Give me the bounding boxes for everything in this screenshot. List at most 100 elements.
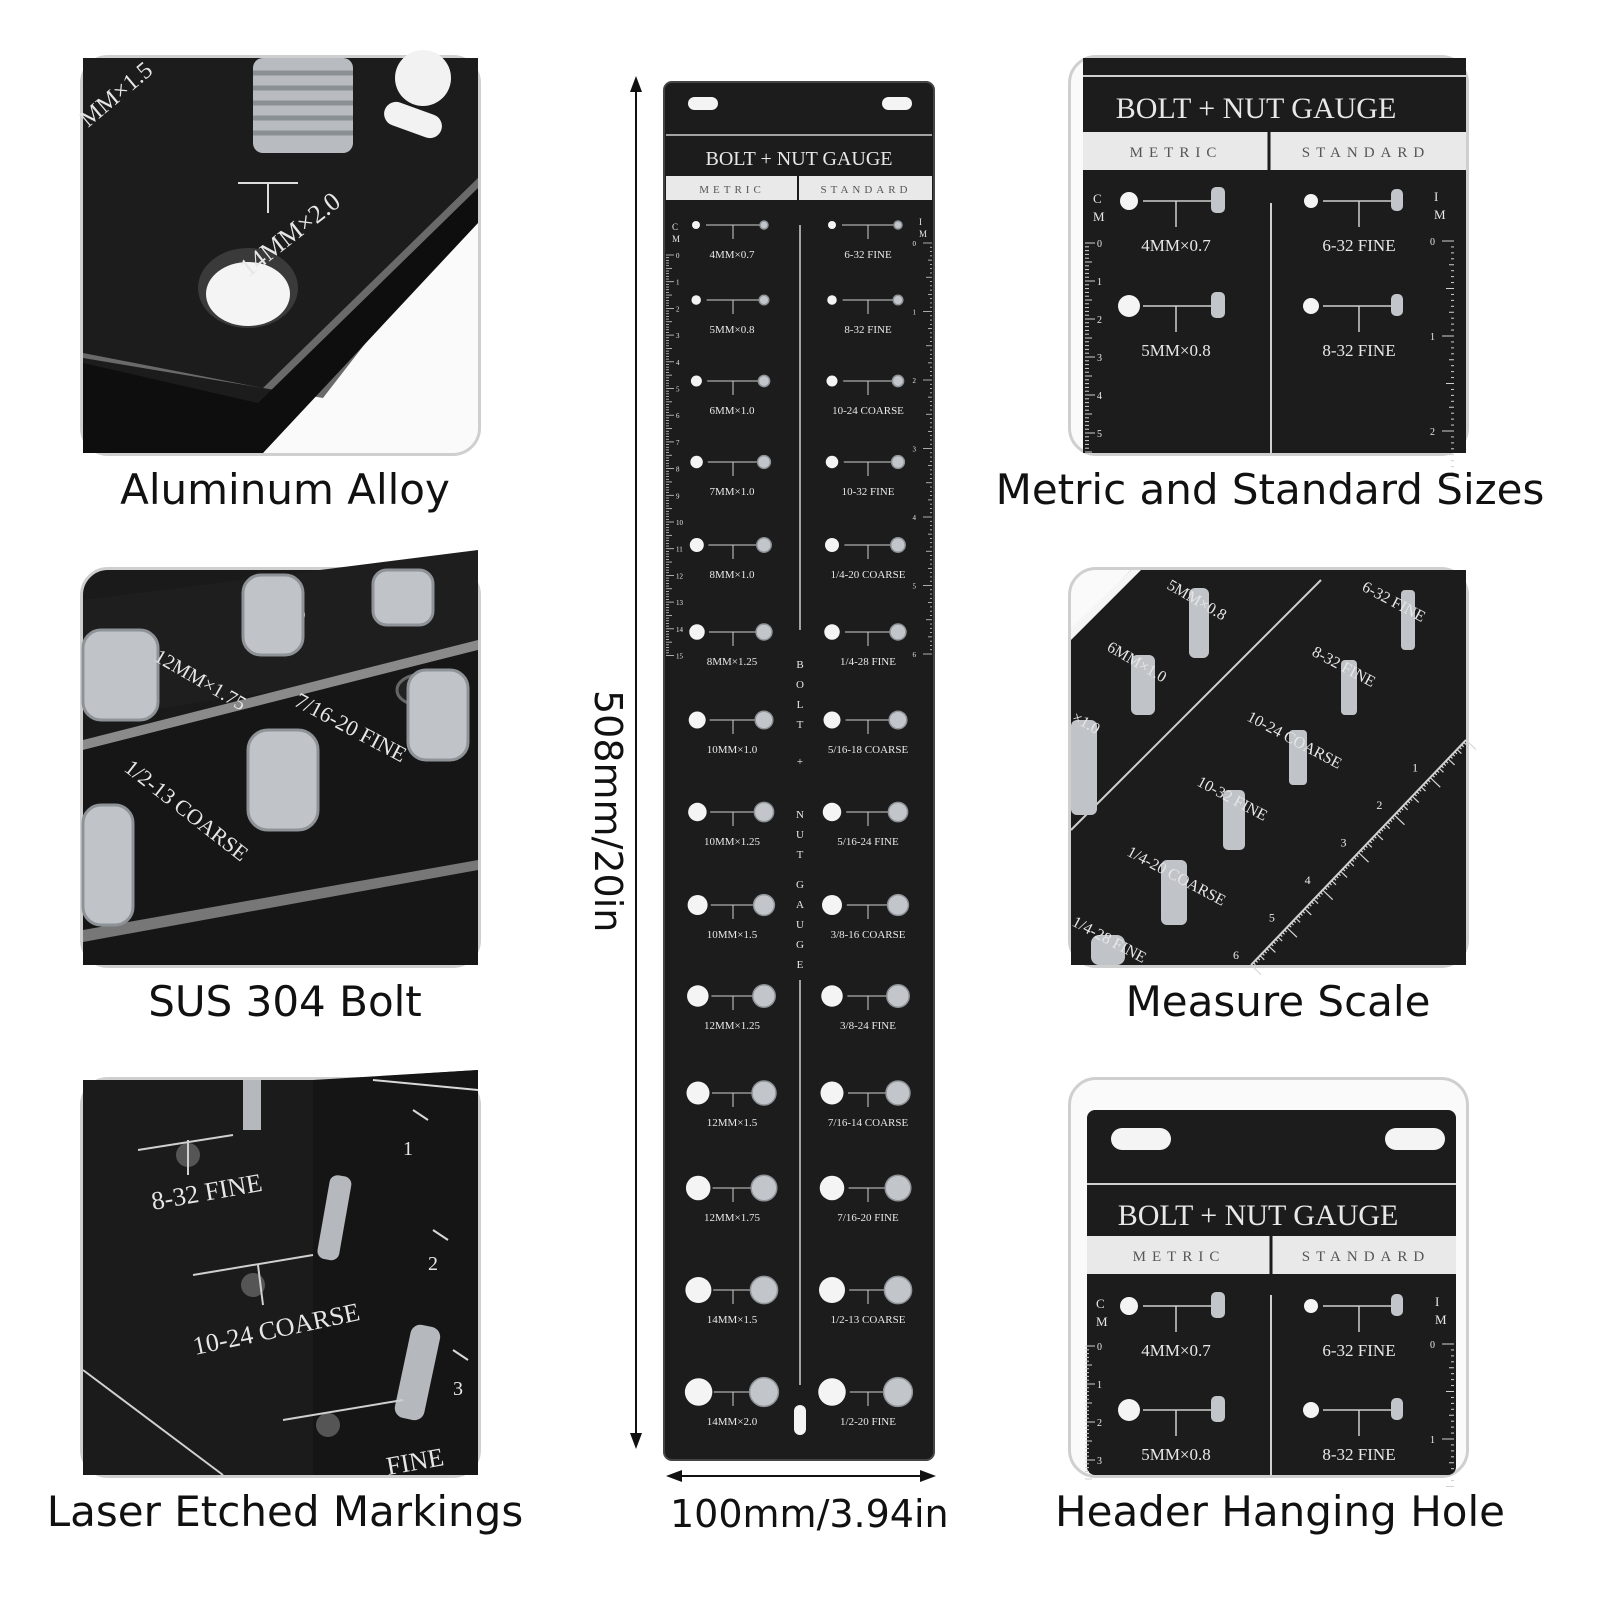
standard-size-label: 1/2-20 FINE — [840, 1416, 896, 1428]
ms-cm-tick: 0 — [1097, 239, 1102, 250]
ms-cm-tick: 3 — [1097, 353, 1102, 364]
standard-hole — [827, 295, 837, 305]
vertical-title-letter: T — [797, 719, 804, 731]
header-cm-tick: 2 — [1097, 1418, 1102, 1429]
metric-bolt — [755, 623, 773, 641]
ms-standard-bolt — [1391, 189, 1403, 211]
header-cm-tick: 0 — [1097, 1342, 1102, 1353]
caption-metric-standard: Metric and Standard Sizes — [995, 465, 1545, 514]
header-hole-right — [1385, 1128, 1445, 1150]
standard-size-label: 6-32 FINE — [844, 249, 892, 261]
vertical-title-letter: B — [796, 659, 803, 671]
standard-size-label: 7/16-20 FINE — [837, 1212, 899, 1224]
laser-tick-2: 2 — [428, 1253, 438, 1275]
cm-tick-label: 9 — [676, 492, 680, 500]
measure-tick-label: 3 — [1341, 836, 1347, 850]
header-metric-hole — [1120, 1297, 1138, 1315]
ms-standard-bolt — [1391, 294, 1403, 316]
header-in-tick: 1 — [1430, 1435, 1435, 1446]
metric-hole — [689, 624, 705, 640]
metric-standard-closeup-panel: BOLT + NUT GAUGE METRIC STANDARD C M I M… — [1068, 55, 1469, 479]
caption-measure: Measure Scale — [1125, 977, 1431, 1026]
cm-tick-label: 6 — [676, 412, 680, 420]
metric-hole — [689, 538, 704, 552]
measure-tick-label: 5 — [1269, 911, 1275, 925]
header-standard-bolt — [1391, 1398, 1403, 1420]
in-tick-label: 5 — [913, 583, 917, 591]
metric-standard-closeup-image: BOLT + NUT GAUGE METRIC STANDARD C M I M… — [1083, 58, 1466, 479]
metric-hole — [685, 1175, 711, 1201]
in-tick-label: 1 — [913, 309, 917, 317]
ms-metric-header: METRIC — [1130, 145, 1223, 161]
laser-closeup-image: 1 2 3 8-32 FINE 10-24 COARSE FINE — [82, 1070, 479, 1481]
vertical-title-letter: U — [796, 829, 804, 841]
scale-labels: C M I M — [672, 217, 927, 244]
laser-closeup-panel: 1 2 3 8-32 FINE 10-24 COARSE FINE — [80, 1070, 481, 1481]
gauge-plate: BOLT + NUT GAUGE METRIC STANDARD — [663, 81, 935, 1461]
metric-bolt — [759, 220, 769, 230]
cm-tick-label: 7 — [676, 439, 680, 447]
ms-in-tick: 1 — [1430, 332, 1435, 343]
standard-hole — [826, 375, 838, 387]
metric-bolt — [756, 537, 772, 553]
bolt-cluster — [81, 568, 470, 927]
standard-bolt — [887, 801, 909, 823]
standard-bolt — [893, 220, 903, 230]
metric-hole — [690, 375, 702, 387]
metric-bolt — [751, 1080, 777, 1106]
vertical-title-letter: G — [796, 879, 804, 891]
ms-in-i: I — [1434, 189, 1438, 204]
metric-hole — [684, 1378, 713, 1406]
metric-bolt — [749, 1275, 779, 1305]
metric-size-label: 8MM×1.25 — [707, 656, 758, 668]
header-closeup-panel: BOLT + NUT GAUGE METRIC STANDARD C M I M… — [1068, 1077, 1469, 1487]
in-label-m: M — [919, 229, 927, 239]
metric-bolt — [757, 374, 771, 388]
standard-size-label: 10-32 FINE — [842, 486, 895, 498]
metric-hole — [690, 455, 703, 469]
height-dimension: 508mm/20in — [586, 76, 642, 1449]
bolt-14mm — [253, 58, 353, 153]
in-tick-label: 3 — [913, 446, 917, 454]
cm-tick-label: 10 — [676, 519, 684, 527]
header-metric-header: METRIC — [1133, 1249, 1226, 1265]
standard-hole — [819, 1277, 845, 1303]
metric-bolt — [750, 1174, 778, 1202]
standard-hole — [825, 455, 839, 469]
metric-hole — [685, 1277, 712, 1303]
standard-hole — [821, 985, 843, 1007]
cm-tick-label: 12 — [676, 572, 684, 580]
metric-size-label: 12MM×1.75 — [704, 1212, 761, 1224]
vertical-title-letter: A — [796, 899, 804, 911]
bottom-slot — [794, 1405, 806, 1435]
ms-metric-bolt — [1211, 187, 1225, 213]
cm-tick-label: 0 — [676, 252, 680, 260]
ms-cm-tick: 4 — [1097, 391, 1102, 402]
ms-metric-label: 5MM×0.8 — [1141, 341, 1211, 360]
ms-cm-tick: 5 — [1097, 429, 1102, 440]
header-standard-hole — [1303, 1402, 1319, 1418]
ms-metric-label: 4MM×0.7 — [1141, 236, 1211, 255]
standard-hole — [825, 538, 839, 552]
metric-size-label: 8MM×1.0 — [709, 569, 755, 581]
laser-tick-3: 3 — [453, 1378, 463, 1400]
standard-size-label: 3/8-24 FINE — [840, 1020, 896, 1032]
width-label: 100mm/3.94in — [670, 1492, 949, 1536]
caption-header: Header Hanging Hole — [1055, 1487, 1505, 1536]
vertical-title-letter: N — [796, 809, 804, 821]
standard-bolt — [890, 537, 906, 553]
header-cm-c: C — [1096, 1296, 1105, 1311]
laser-tick-1: 1 — [403, 1138, 413, 1160]
metric-size-label: 4MM×0.7 — [709, 249, 755, 261]
header-in-i: I — [1435, 1294, 1439, 1309]
header-metric-bolt — [1211, 1396, 1225, 1422]
aluminum-closeup-image: 14MM×2.0 MM×1.5 — [75, 50, 478, 453]
